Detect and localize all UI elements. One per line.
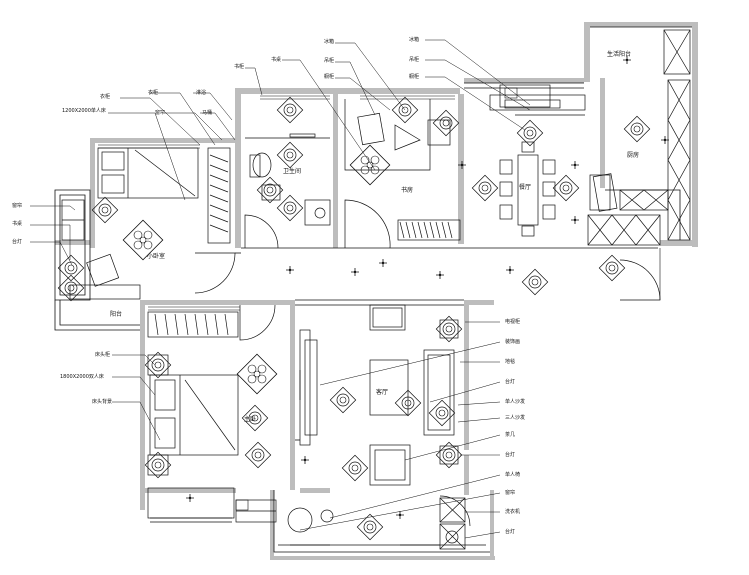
label-wardrobe-top: 衣柜 <box>100 94 111 100</box>
tag-boxes <box>235 87 518 511</box>
room-label-kid-room: 小卧室 <box>147 253 166 260</box>
room-label-kitchen: 厨房 <box>627 152 640 159</box>
dining-furniture <box>471 84 586 237</box>
label-top-2: 窗帘 <box>155 110 166 116</box>
room-label-study: 书房 <box>401 187 414 194</box>
room-label-dining: 餐厅 <box>519 184 532 191</box>
label-right-12: 台灯 <box>505 529 516 535</box>
label-top-6: 书桌 <box>271 57 282 63</box>
label-right-6: 三人沙发 <box>505 415 526 421</box>
label-top-10: 冰箱 <box>409 37 420 43</box>
label-headboard: 床头背景 <box>92 399 113 405</box>
label-top-12: 橱柜 <box>409 74 420 80</box>
room-label-master: 主卧 <box>244 416 257 423</box>
study-furniture <box>344 96 461 241</box>
label-bed-size-mid: 1800X2000双人床 <box>60 374 104 380</box>
label-right-2: 装饰画 <box>505 339 521 345</box>
label-right-4: 台灯 <box>505 379 516 385</box>
label-top-4: 马桶 <box>202 110 213 116</box>
label-right-8: 台灯 <box>505 452 516 458</box>
room-label-bath: 卫生间 <box>283 168 302 175</box>
living-room-furniture <box>329 304 463 541</box>
room-label-living: 客厅 <box>376 389 389 396</box>
label-top-7: 冰箱 <box>324 39 335 45</box>
walls <box>55 22 698 560</box>
wardrobes <box>147 147 239 523</box>
label-right-7: 茶几 <box>505 432 516 438</box>
label-top-9: 橱柜 <box>324 74 335 80</box>
label-curtain-left: 窗帘 <box>12 203 23 209</box>
label-top-11: 吊柜 <box>409 57 420 63</box>
bathroom-furniture <box>245 96 331 226</box>
label-bedside-cabinet: 床头柜 <box>95 352 111 358</box>
label-top-1: 衣柜 <box>148 90 159 96</box>
label-right-10: 窗帘 <box>505 490 516 496</box>
label-top-5: 书柜 <box>234 64 245 70</box>
kitchen-cabinets <box>587 29 691 246</box>
label-top-8: 吊柜 <box>324 58 335 64</box>
label-right-1: 电视柜 <box>505 319 521 325</box>
room-outlines <box>54 26 692 553</box>
label-right-3: 地毯 <box>505 359 516 365</box>
bottom-balcony-furniture <box>235 497 466 550</box>
leader-lines <box>30 39 531 539</box>
label-right-9: 单人椅 <box>505 472 521 478</box>
loggia-furniture <box>521 115 651 296</box>
room-label-loggia: 生活阳台 <box>607 51 632 58</box>
label-right-5: 单人沙发 <box>505 399 526 405</box>
label-top-3: 淋浴 <box>196 90 207 96</box>
ceiling-light-markers <box>185 55 670 520</box>
label-bed-size-top: 1200X2000单人床 <box>62 108 106 114</box>
kid-room-furniture <box>57 147 199 302</box>
doors <box>194 199 661 527</box>
room-label-balcony: 阳台 <box>110 311 123 318</box>
label-desk-left: 书桌 <box>12 221 23 227</box>
label-right-11: 洗衣机 <box>505 509 521 515</box>
label-lamp-left: 台灯 <box>12 239 23 245</box>
